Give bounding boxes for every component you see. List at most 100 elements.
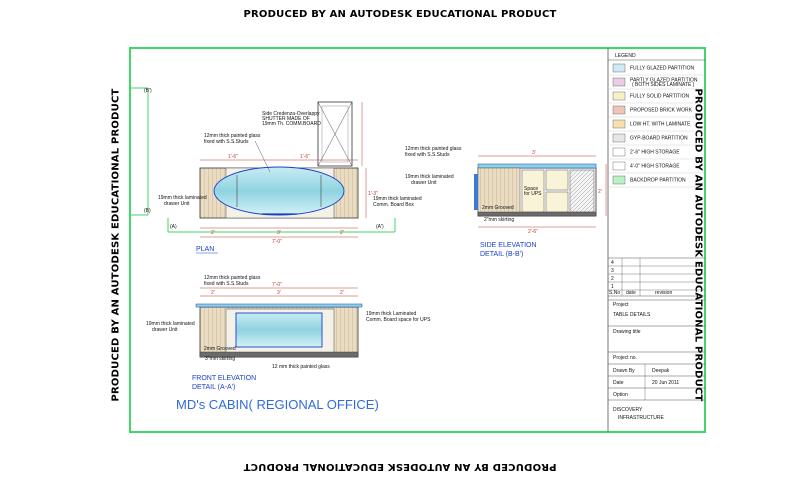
legend-swatch bbox=[612, 161, 626, 171]
side-note-drawer-2: drawer Unit bbox=[411, 180, 437, 186]
legend-swatch bbox=[612, 105, 626, 115]
plan-note-side-3: 19mm Th. COMM.BOARD bbox=[262, 121, 321, 127]
revision-row-number: 4 bbox=[611, 260, 614, 266]
tb-project-value: TABLE DETAILS bbox=[613, 312, 651, 318]
tb-drawn-by-value: Deepak bbox=[652, 368, 670, 374]
legend-item-label: GYP-BOARD PARTITION bbox=[630, 136, 688, 142]
side-dim-3: 2' bbox=[598, 189, 602, 195]
section-a-left: (A) bbox=[170, 224, 177, 230]
side-note-glass-2: fixed with S.S.Studs bbox=[405, 152, 450, 158]
front-title-2: DETAIL (A-A') bbox=[192, 384, 235, 391]
plan-dim-6: 1'-3" bbox=[368, 191, 378, 197]
tb-project-no-label: Project no. bbox=[613, 355, 637, 361]
front-dim-total: 7'-0" bbox=[272, 282, 282, 288]
revision-row-number: 1 bbox=[611, 284, 614, 290]
front-label-skirt: 3"mm skirting bbox=[205, 356, 235, 362]
tb-date-value: 20 Jun 2011 bbox=[652, 380, 679, 386]
legend-item-label: PROPOSED BRICK WORK bbox=[630, 108, 693, 114]
revision-row-number: 2 bbox=[611, 276, 614, 282]
side-note-drawer: 19mm thick laminated bbox=[405, 174, 454, 180]
legend-item-label: LOW HT. WITH LAMINATE bbox=[630, 122, 691, 128]
front-dim-3: 2' bbox=[340, 290, 344, 296]
plan-note-board: 19mm thick laminated bbox=[373, 196, 422, 202]
legend-item-label: BACKDROP PARTITION bbox=[630, 178, 686, 184]
legend-swatch bbox=[612, 133, 626, 143]
legend-swatch bbox=[612, 147, 626, 157]
plan-dim-5: 1'-6" bbox=[300, 154, 310, 160]
legend-item-label: 4'-0" HIGH STORAGE bbox=[630, 164, 680, 170]
front-note-glass-bottom: 12 mm thick painted glass bbox=[272, 364, 330, 370]
section-b-top: (B') bbox=[144, 88, 152, 94]
front-note-board: 19mm thick Laminated bbox=[366, 311, 417, 317]
plan-dim-total: 7'-0" bbox=[272, 239, 282, 245]
plan-dim-3: 2' bbox=[340, 230, 344, 236]
plan-dim-4: 1'-6" bbox=[228, 154, 238, 160]
side-title: SIDE ELEVATION bbox=[480, 242, 537, 249]
plan-note-glass-2: fixed with S.S.Studs bbox=[204, 139, 249, 145]
legend-item-sublabel: ( BOTH SIDES LAMINATE ) bbox=[632, 82, 695, 88]
tb-drawing-title-label: Drawing title bbox=[613, 329, 641, 335]
front-note-glass-2: fixed with S.S.Studs bbox=[204, 281, 249, 287]
plan-title: PLAN bbox=[196, 246, 214, 253]
legend-swatch bbox=[612, 91, 626, 101]
revision-row-number: 3 bbox=[611, 268, 614, 274]
legend-item-label: 2'-6" HIGH STORAGE bbox=[630, 150, 680, 156]
side-label-drawer: 2mm Grooved bbox=[482, 205, 514, 211]
legend-item-label: FULLY SOLID PARTITION bbox=[630, 94, 689, 100]
watermark-top: PRODUCED BY AN AUTODESK EDUCATIONAL PROD… bbox=[243, 9, 557, 20]
plan-note-side-2: SHUTTER MADE OF bbox=[262, 116, 310, 122]
section-b-bottom: (B) bbox=[144, 208, 151, 214]
front-elevation-view: 7'-0" 2' 3' 2' 12mm thick painted glass … bbox=[146, 275, 431, 391]
legend-swatch bbox=[612, 63, 626, 73]
side-title-2: DETAIL (B-B') bbox=[480, 251, 523, 258]
front-note-board-2: Comm. Board space for UPS bbox=[366, 317, 431, 323]
rev-col-rev: revision bbox=[655, 290, 672, 296]
plan-note-drawer-2: drawer Unit bbox=[164, 201, 190, 207]
plan-dim-2: 3' bbox=[277, 230, 281, 236]
front-title: FRONT ELEVATION bbox=[192, 375, 256, 382]
front-label-drawer: 2mm Grooved bbox=[204, 346, 236, 352]
side-dim-2: 2'-6" bbox=[528, 229, 538, 235]
drawing-name: MD's CABIN( REGIONAL OFFICE) bbox=[176, 397, 379, 412]
tb-project-label: Project bbox=[613, 302, 629, 308]
tb-drawn-by-label: Drawn By bbox=[613, 368, 635, 374]
tb-option-label: Option bbox=[613, 392, 628, 398]
plan-note-board-2: Comm. Board Box bbox=[373, 202, 414, 208]
plan-glass-top bbox=[213, 166, 345, 216]
tb-date-label: Date bbox=[613, 380, 624, 386]
legend-item-label: FULLY GLAZED PARTITION bbox=[630, 66, 694, 72]
legend: LEGEND FULLY GLAZED PARTITION PARTLY GLAZ… bbox=[608, 53, 705, 188]
front-dim-1: 2' bbox=[211, 290, 215, 296]
rev-col-no: S.No bbox=[609, 290, 620, 296]
side-label-skirt: 2"mm skirting bbox=[484, 217, 514, 223]
side-note-space-2: for UPS bbox=[524, 191, 542, 197]
sheet-border bbox=[129, 47, 706, 433]
plan-dim-1: 2' bbox=[211, 230, 215, 236]
side-glass-top bbox=[477, 163, 597, 169]
plan-note-glass: 12mm thick painted glass bbox=[204, 133, 261, 139]
legend-title: LEGEND bbox=[615, 53, 636, 59]
rev-col-date: date bbox=[626, 290, 636, 296]
tb-company-1: DISCOVERY bbox=[613, 407, 643, 413]
plan-view: (B') (B) (A) (A') bbox=[130, 87, 422, 254]
legend-item-label: PARTLY GLAZED PARTITION bbox=[630, 78, 698, 84]
legend-swatch bbox=[612, 119, 626, 129]
front-dim-2: 3' bbox=[277, 290, 281, 296]
revision-table: 4 3 2 1 S.No date revision bbox=[608, 257, 705, 297]
front-note-drawer-2: drawer Unit bbox=[152, 327, 178, 333]
legend-swatch bbox=[612, 77, 626, 87]
front-note-glass: 12mm thick painted glass bbox=[204, 275, 261, 281]
side-note-space: Space bbox=[524, 186, 538, 192]
plan-note-side-1: Side Credenza-Overlappy bbox=[262, 111, 320, 117]
title-block: Project TABLE DETAILS Drawing title Proj… bbox=[608, 299, 705, 421]
legend-swatch bbox=[612, 175, 626, 185]
plan-note-drawer: 19mm thick laminated bbox=[158, 195, 207, 201]
side-elevation-view: 3' 2'-6" 2' 12mm thick painted glass fix… bbox=[405, 146, 607, 258]
side-dim-1: 3' bbox=[532, 150, 536, 156]
section-a-right: (A') bbox=[376, 224, 384, 230]
front-glass-panel bbox=[235, 312, 323, 348]
side-note-glass: 12mm thick painted glass bbox=[405, 146, 462, 152]
front-note-drawer: 19mm thick laminated bbox=[146, 321, 195, 327]
